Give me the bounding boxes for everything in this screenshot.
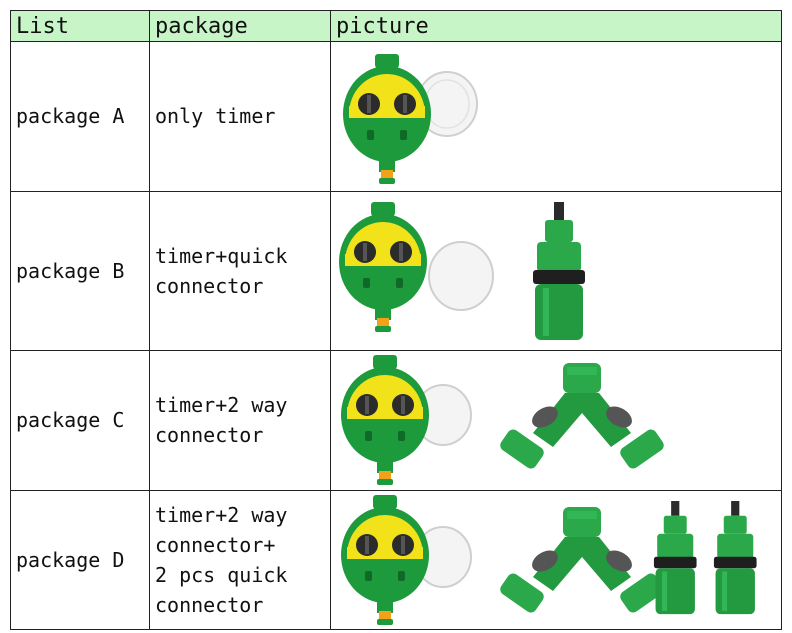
- table-row: package B timer+quick connector: [10, 190, 782, 352]
- package-name: package C: [10, 350, 150, 491]
- two-way-connector-icon: [497, 363, 667, 471]
- product-picture: [341, 494, 757, 625]
- description-line: timer+2 way: [155, 502, 288, 527]
- description-line: connector: [155, 592, 264, 617]
- table-row: package D timer+2 way connector+ 2 pcs q…: [10, 489, 782, 630]
- package-name: package A: [10, 41, 150, 192]
- picture-cell: [330, 190, 782, 352]
- description-line: only timer: [155, 104, 276, 129]
- quick-connector-icon: [713, 500, 757, 614]
- quick-connector-icon: [533, 201, 585, 340]
- description-line: connector: [155, 423, 264, 448]
- picture-cell: [330, 350, 782, 491]
- package-name: package D: [10, 489, 150, 630]
- water-timer-icon: [339, 201, 427, 332]
- description-line: timer+quick: [155, 243, 288, 268]
- two-way-connector-icon: [497, 506, 667, 615]
- description-line: connector: [155, 273, 264, 298]
- description-line: 2 pcs quick: [155, 562, 288, 587]
- picture-cell: [330, 489, 782, 630]
- package-description: timer+2 way connector: [149, 350, 331, 491]
- quick-connector-icon: [653, 500, 697, 614]
- package-table: List package picture package A only time…: [10, 10, 782, 630]
- description-line: connector+: [155, 532, 276, 557]
- description-line: timer+2 way: [155, 393, 288, 418]
- water-timer-icon: [343, 54, 431, 184]
- package-description: timer+quick connector: [149, 190, 331, 352]
- package-description: timer+2 way connector+ 2 pcs quick conne…: [149, 489, 331, 630]
- table-row: package A only timer: [10, 41, 782, 192]
- water-timer-icon: [341, 355, 429, 486]
- package-description: only timer: [149, 41, 331, 192]
- table-row: package C timer+2 way connector: [10, 350, 782, 491]
- product-picture: [339, 201, 585, 340]
- header-package: package: [149, 10, 331, 42]
- header-list: List: [10, 10, 150, 42]
- header-picture: picture: [330, 10, 782, 42]
- product-picture: [343, 54, 478, 184]
- water-timer-icon: [341, 494, 429, 625]
- lid-icon: [428, 240, 494, 311]
- header-row: List package picture: [10, 10, 782, 42]
- picture-cell: [330, 41, 782, 192]
- package-name: package B: [10, 190, 150, 352]
- product-picture: [341, 355, 667, 486]
